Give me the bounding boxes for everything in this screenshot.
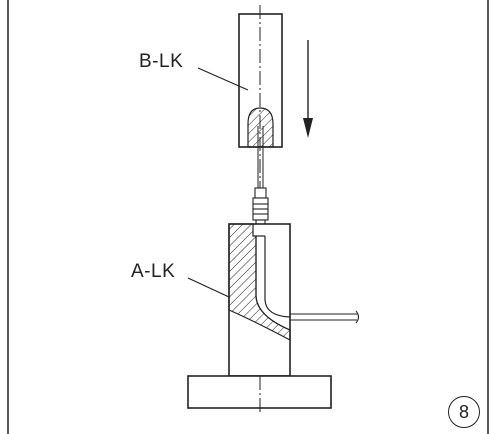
frame-border xyxy=(7,0,489,434)
down-arrow-icon xyxy=(303,40,313,138)
step-number-badge: 8 xyxy=(448,396,480,428)
leader-line-b-lk xyxy=(197,67,249,91)
connecting-cable xyxy=(257,126,264,188)
lower-component-a-lk xyxy=(228,223,291,377)
upper-component-b-lk xyxy=(238,5,283,148)
label-a-lk: A-LK xyxy=(131,261,176,282)
cable-exit xyxy=(290,310,360,324)
label-b-lk: B-LK xyxy=(139,51,184,72)
leader-line-a-lk xyxy=(187,277,230,298)
